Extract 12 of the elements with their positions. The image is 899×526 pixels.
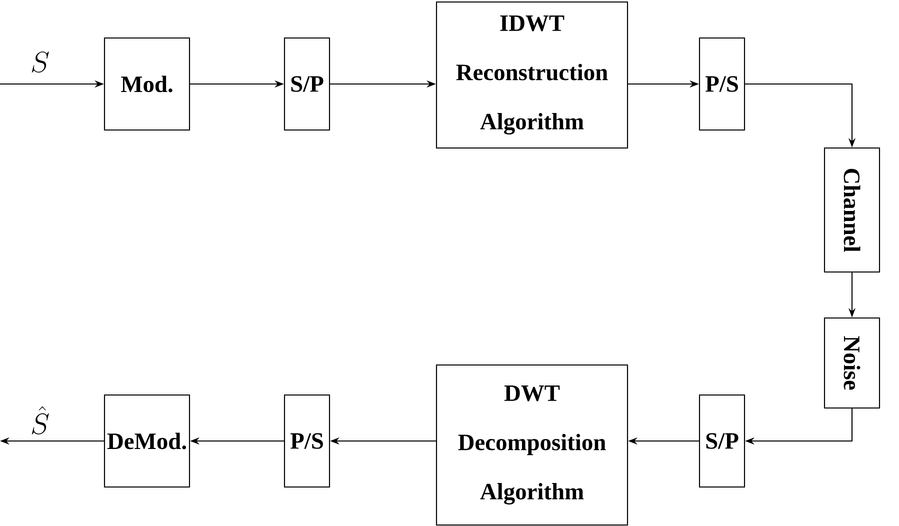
edge-label: $\hat{S}$ xyxy=(32,406,49,434)
process-box: S/P xyxy=(698,394,746,488)
process-box: Noise xyxy=(824,317,880,409)
edge-label: $S$ xyxy=(32,51,49,73)
process-box: Channel xyxy=(824,147,880,273)
process-box: Mod. xyxy=(104,37,190,131)
process-box: P/S xyxy=(698,37,746,131)
process-box: S/P xyxy=(284,37,330,131)
process-box: IDWT Reconstruction Algorithm xyxy=(436,1,628,149)
process-box: DeMod. xyxy=(104,394,190,488)
process-box: DWT Decomposition Algorithm xyxy=(436,364,628,526)
process-box: P/S xyxy=(284,394,330,488)
